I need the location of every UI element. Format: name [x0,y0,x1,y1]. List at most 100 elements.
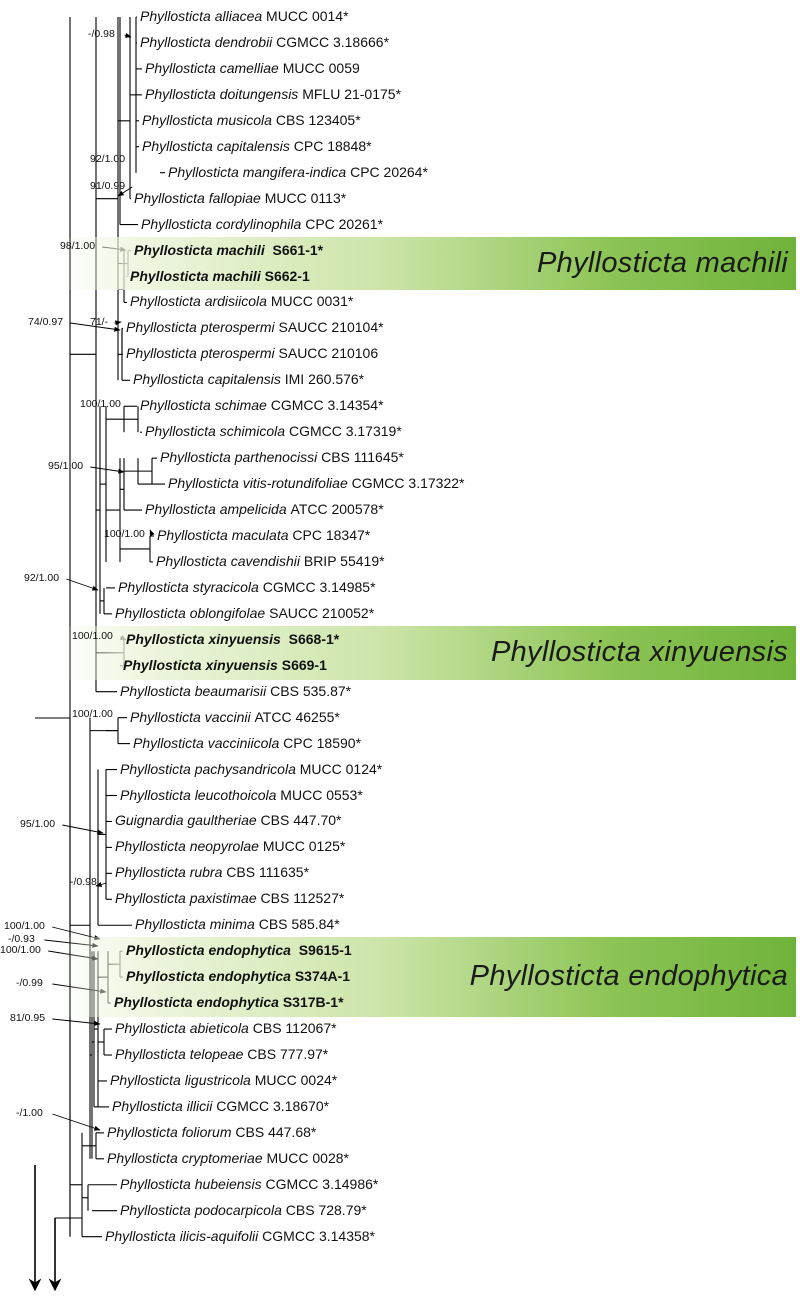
support-pointer [62,824,104,835]
taxon-name: Phyllosticta rubra [115,864,223,881]
strain-id: CPC 18590* [279,734,362,751]
support-value: -/0.98 [70,876,97,888]
taxon-label: Phyllosticta fallopiae MUCC 0113* [134,190,346,206]
taxon-name: Phyllosticta ilicis-aquifolii [105,1227,259,1244]
taxon-label: Phyllosticta musicola CBS 123405* [142,112,361,128]
taxon-name: Phyllosticta paxistimae [115,890,257,907]
strain-id: CGMCC 3.14985* [258,578,376,595]
taxon-name: Phyllosticta oblongifolae [115,604,266,621]
taxon-label: Phyllosticta vacciniicola CPC 18590* [133,735,361,751]
support-value: 92/1.00 [90,153,126,165]
taxon-label: Phyllosticta pterospermi SAUCC 210106 [126,345,378,361]
taxon-label: Phyllosticta dendrobii CGMCC 3.18666* [140,34,389,50]
clade-highlight-band: Phyllosticta machili [58,236,796,291]
taxon-name: Phyllosticta capitalensis [142,137,290,154]
taxon-name: Phyllosticta machili [134,241,265,258]
clade-name-label: Phyllosticta xinyuensis [490,635,788,668]
taxon-label: Phyllosticta foliorum CBS 447.68* [107,1124,316,1140]
taxon-name: Phyllosticta ligustricola [110,1071,251,1088]
strain-id: MUCC 0028* [262,1149,350,1166]
support-value: 91/0.99 [90,180,126,192]
taxon-label: Phyllosticta neopyrolae MUCC 0125* [115,838,345,854]
strain-id: MUCC 0553* [276,786,363,803]
taxon-label: Phyllosticta xinyuensis S669-1 [123,657,327,673]
strain-id: CBS 585.84* [254,916,340,933]
support-pointer [114,320,122,326]
taxon-name: Phyllosticta schimicola [145,423,286,440]
taxon-label: Phyllosticta ampelicida ATCC 200578* [145,501,384,517]
support-value: -/0.99 [16,977,43,989]
strain-id: CBS 112527* [256,890,345,907]
strain-id: CGMCC 3.14358* [258,1227,375,1244]
taxon-name: Phyllosticta ardisiicola [130,293,267,310]
strain-id: S669-1 [277,656,327,673]
taxon-name: Phyllosticta cordylinophila [141,215,302,232]
support-value: -/0.98 [88,28,115,40]
strain-id: MUCC 0059 [278,59,360,76]
support-value: 98/1.00 [60,240,96,252]
taxon-label: Phyllosticta machili S661-1* [134,242,323,258]
support-value: -/1.00 [16,1107,43,1119]
taxon-name: Phyllosticta maculata [157,527,289,543]
taxon-name: Phyllosticta beaumarisii [120,682,267,699]
taxon-label: Phyllosticta schimicola CGMCC 3.17319* [145,423,402,439]
strain-id: CBS 535.87* [266,682,352,699]
clade-highlight-band: Phyllosticta endophytica [58,937,796,1018]
strain-id: CBS 111635* [222,864,310,881]
strain-id: CBS 447.70* [256,812,342,829]
taxon-name: Phyllosticta capitalensis [133,371,281,388]
support-value: 100/1.00 [4,920,45,932]
strain-id: S9615-1 [290,942,352,959]
strain-id: CGMCC 3.18666* [272,33,390,50]
taxon-label: Phyllosticta leucothoicola MUCC 0553* [120,787,363,803]
taxon-name: Phyllosticta doitungensis [145,85,299,102]
taxon-label: Phyllosticta pterospermi SAUCC 210104* [126,319,384,335]
taxon-name: Phyllosticta xinyuensis [126,630,281,647]
strain-id: MUCC 0124* [295,760,383,777]
taxon-name: Phyllosticta vaccinii [130,708,251,725]
strain-id: CPC 18848* [289,137,372,154]
taxon-name: Phyllosticta styracicola [118,578,259,595]
support-pointer [52,1113,101,1131]
strain-id: MUCC 0125* [258,838,346,855]
taxon-label: Phyllosticta capitalensis CPC 18848* [142,138,372,154]
strain-id: IMI 260.576* [280,371,365,388]
clade-name-label: Phyllosticta machili [537,246,788,279]
taxon-label: Guignardia gaultheriae CBS 447.70* [115,812,342,828]
taxon-name: Phyllosticta endophytica [126,968,291,985]
support-pointer [90,466,125,474]
taxon-name: Phyllosticta podocarpicola [120,1201,282,1218]
support-value: 100/1.00 [80,398,121,410]
taxon-name: Phyllosticta schimae [140,397,267,414]
support-pointer [95,882,107,887]
support-pointer [70,322,121,332]
strain-id: MUCC 0031* [266,293,354,310]
support-value: 92/1.00 [24,572,60,584]
taxon-name: Phyllosticta pterospermi [126,345,275,362]
taxon-name: Phyllosticta ampelicida [145,501,287,518]
taxon-label: Phyllosticta doitungensis MFLU 21-0175* [145,86,401,102]
strain-id: CGMCC 3.14986* [261,1175,379,1192]
strain-id: ATCC 46255* [250,708,340,725]
taxon-label: Phyllosticta ardisiicola MUCC 0031* [130,293,353,309]
strain-id: MFLU 21-0175* [298,85,402,102]
support-value: -/0.93 [8,933,35,945]
strain-id: SAUCC 210106 [274,345,379,362]
taxon-label: Phyllosticta abieticola CBS 112067* [115,1020,337,1036]
strain-id: CBS 123405* [271,111,361,128]
strain-id: MUCC 0024* [250,1071,338,1088]
taxon-name: Phyllosticta cavendishii [156,552,300,569]
taxon-label: Phyllosticta podocarpicola CBS 728.79* [120,1202,367,1218]
strain-id: ATCC 200578* [286,501,384,518]
taxon-label: Phyllosticta minima CBS 585.84* [135,916,340,932]
taxon-label: Phyllosticta cordylinophila CPC 20261* [141,216,383,232]
taxon-label: Phyllosticta telopeae CBS 777.97* [115,1046,328,1062]
taxon-label: Phyllosticta styracicola CGMCC 3.14985* [118,579,376,595]
taxon-label: Phyllosticta endophytica S9615-1 [126,942,352,958]
taxon-name: Phyllosticta camelliae [145,59,279,76]
taxon-name: Phyllosticta fallopiae [134,189,261,206]
taxon-label: Phyllosticta xinyuensis S668-1* [126,631,339,647]
support-value: 74/0.97 [28,316,64,328]
taxon-label: Phyllosticta capitalensis IMI 260.576* [133,371,364,387]
